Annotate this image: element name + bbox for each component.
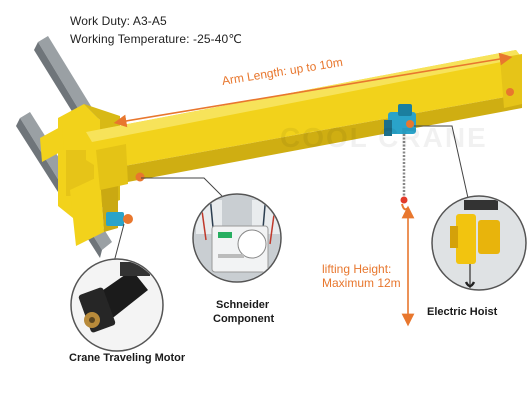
arm-length-arrow: [113, 52, 513, 128]
schneider-label-line1: Schneider: [216, 299, 270, 311]
arm-end-stop: [135, 172, 145, 182]
electric-hoist-label: Electric Hoist: [427, 306, 498, 318]
hook: [400, 196, 408, 204]
traveling-motor-label: Crane Traveling Motor: [69, 352, 186, 364]
leader-schneider: [141, 177, 223, 197]
electric-hoist-inset: [431, 195, 527, 291]
working-temperature-text: Working Temperature: -25-40℃: [70, 32, 242, 46]
brand-watermark: COOL CRANE: [280, 122, 488, 153]
leader-motor: [113, 223, 125, 263]
work-duty-text: Work Duty: A3-A5: [70, 14, 167, 28]
lifting-height-label: lifting Height:: [322, 262, 392, 276]
schneider-label-line2: Component: [213, 313, 275, 325]
lifting-height-value: Maximum 12m: [322, 276, 401, 290]
crane-bracket: [40, 104, 120, 246]
schneider-inset: [192, 193, 282, 283]
arm-end-stop-far: [506, 88, 514, 96]
traveling-motor-unit: [106, 212, 133, 226]
motor-inset: [70, 258, 164, 352]
leader-hoist: [414, 125, 469, 199]
